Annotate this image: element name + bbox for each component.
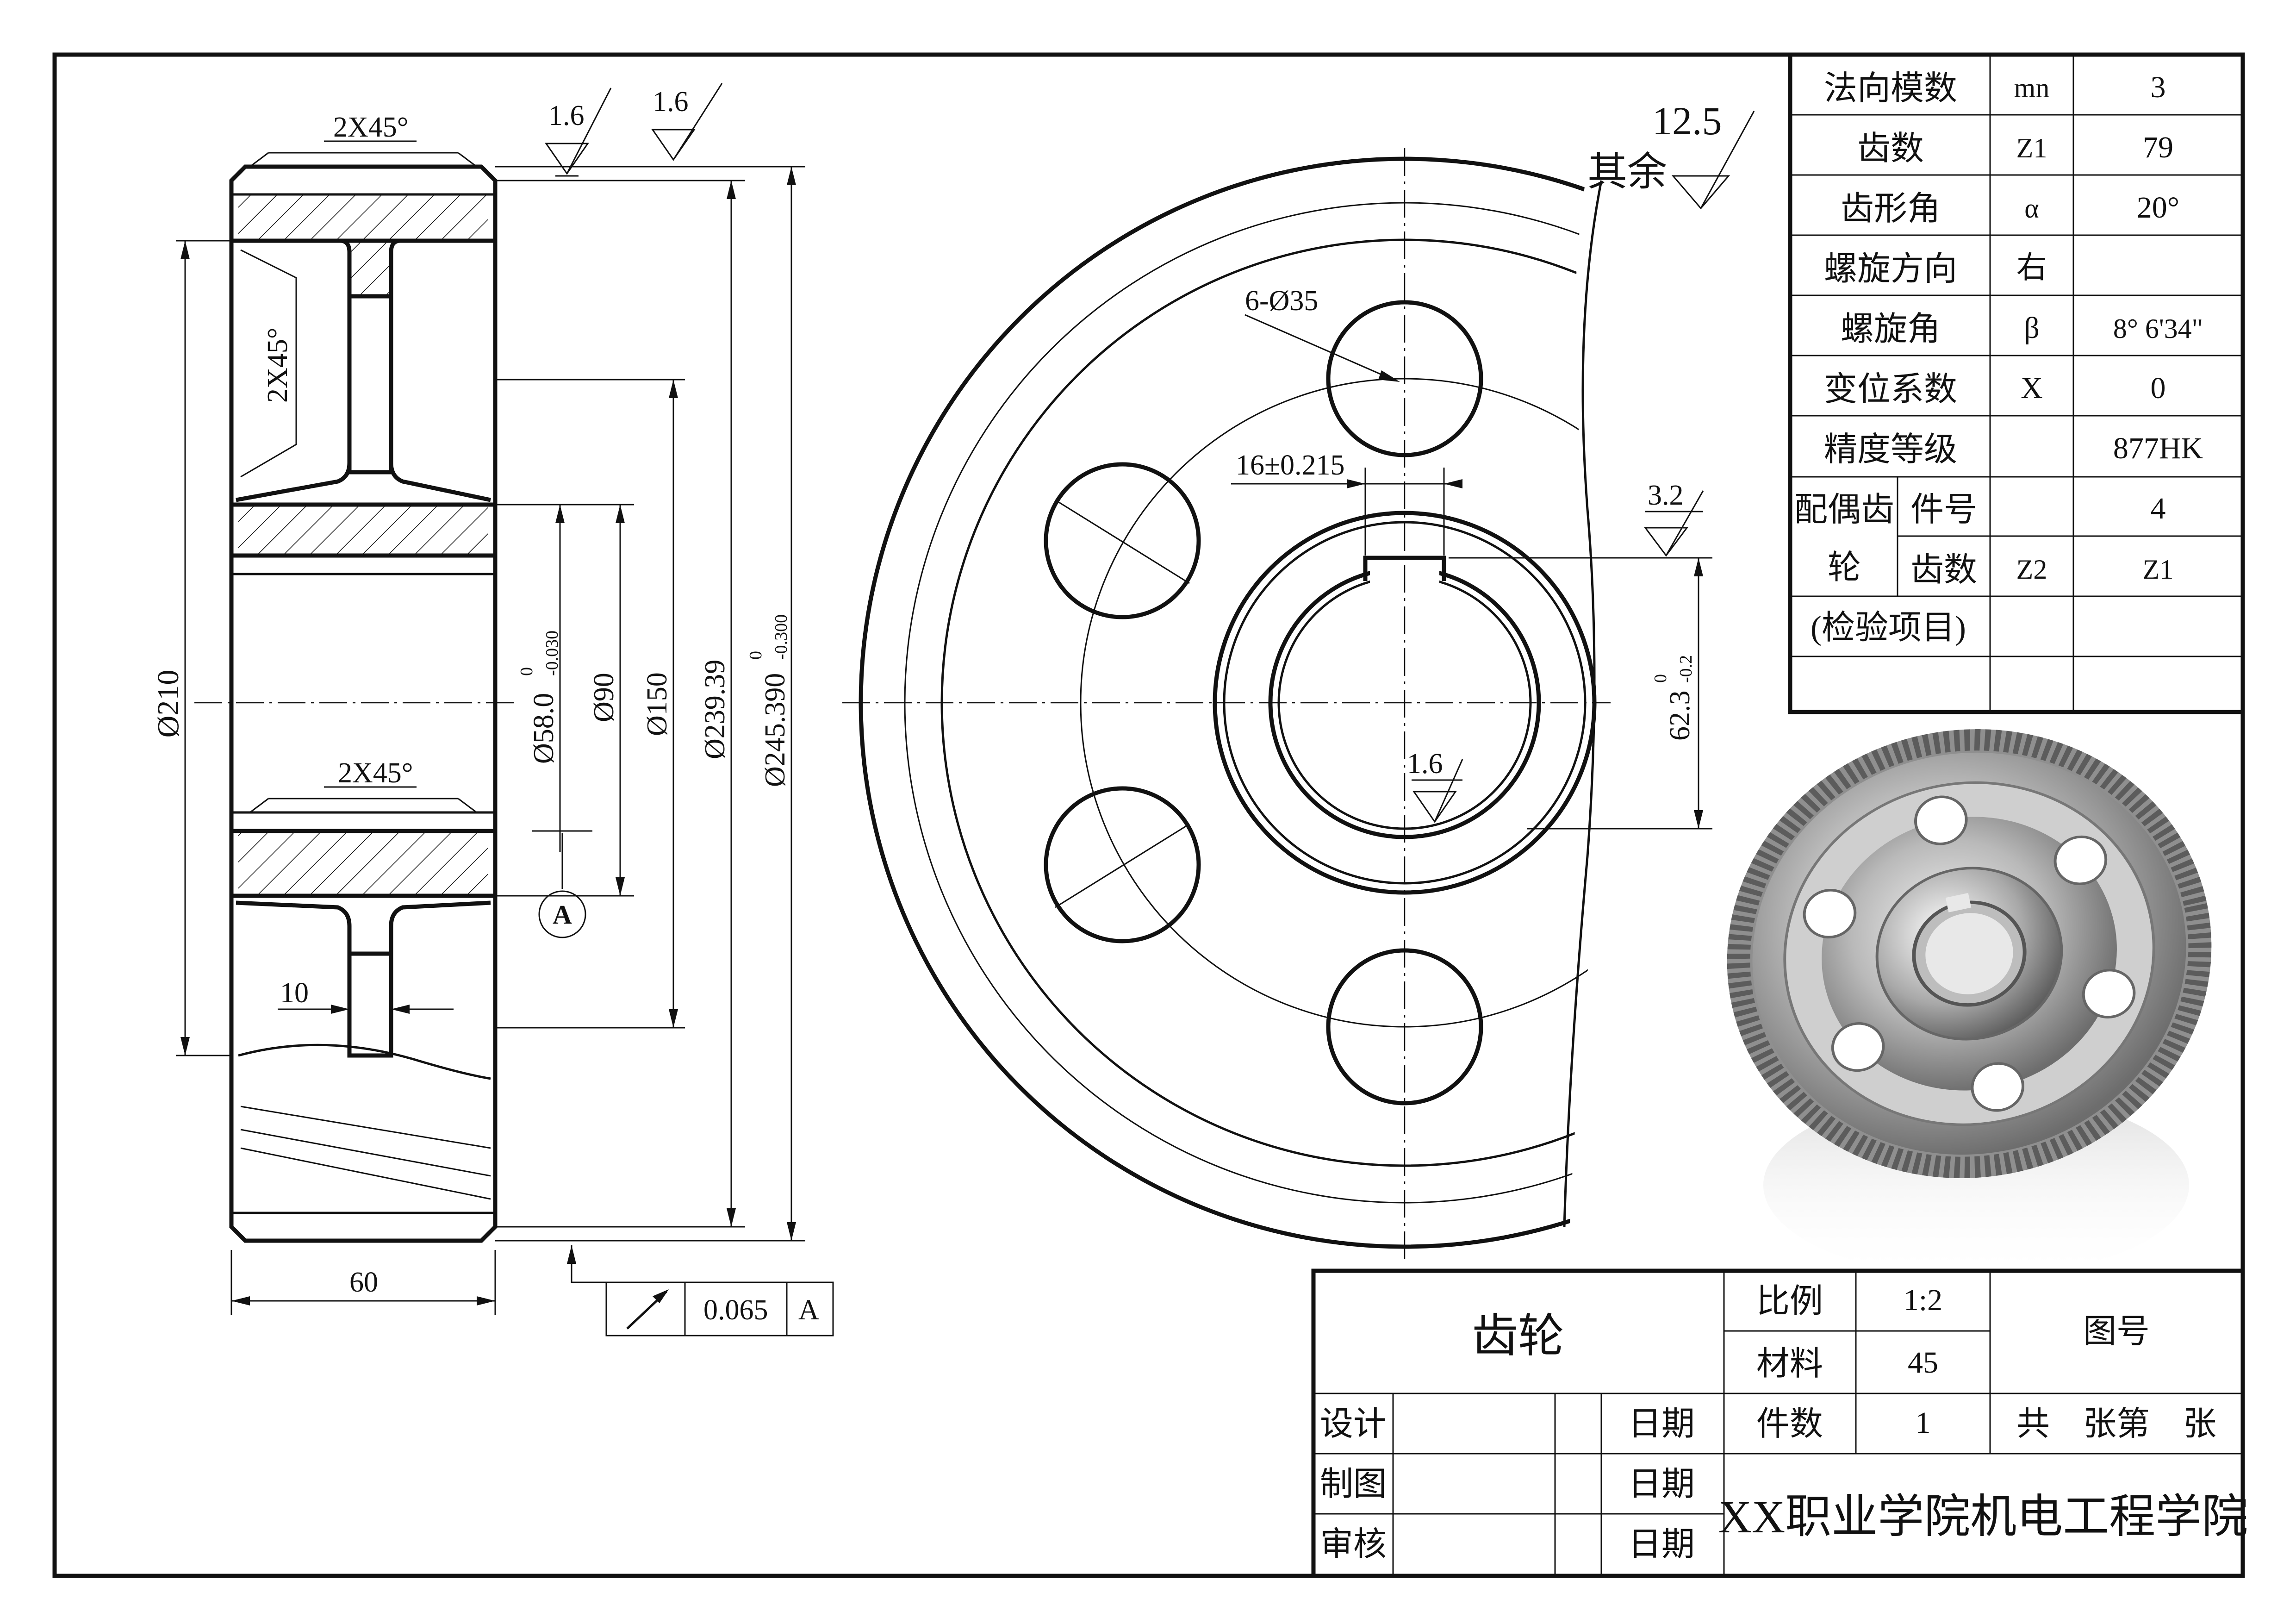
dim-d239: Ø239.39 [699,660,731,759]
dim-d90: Ø90 [588,673,620,722]
hatch-hub-bot [238,831,488,896]
qty-label: 件数 [1756,1405,1823,1443]
roughness-general: 12.5 [1652,99,1722,143]
dim-keyway-depth-tol-bot: -0.2 [1676,655,1696,683]
param-symbol: α [2024,193,2039,224]
section-view [194,152,518,1243]
tol-value: 0.065 [703,1294,768,1326]
date-label: 日期 [1628,1466,1695,1503]
dim-d58: Ø58.0 [528,693,560,764]
param-value: 20° [2137,191,2179,225]
design-label: 设计 [1320,1405,1387,1443]
dim-chamfer-hub: 2X45° [338,757,413,789]
part-name: 齿轮 [1472,1311,1564,1362]
review-label: 审核 [1320,1526,1387,1563]
date-label: 日期 [1628,1526,1695,1563]
dim-width: 60 [349,1267,378,1298]
dim-d245-tol-top: 0 [746,651,765,660]
dim-d58-tol-bot: -0.030 [542,631,562,676]
section-dimensions: Ø210 Ø58.0 0 -0.030 Ø90 Ø150 Ø239.39 [151,83,834,1337]
mating-teeth-value: Z1 [2143,554,2174,585]
dim-d58-tol-top: 0 [517,667,536,676]
param-value: 79 [2143,131,2173,164]
tol-datum: A [798,1294,819,1326]
title-block: 齿轮 比例 1:2 材料 45 图号 件数 1 共 张第 张 设计 制图 审核 … [1311,1268,2248,1578]
mating-teeth-label: 齿数 [1910,551,1977,588]
param-value: 8° 6'34" [2113,313,2203,344]
mating-label-top: 配偶齿 [1794,491,1894,528]
scale-label: 比例 [1756,1283,1823,1320]
roughness-general-label: 其余 [1587,150,1667,194]
dim-d245-tol-bot: -0.300 [772,614,791,660]
end-view: 6-Ø35 16±0.215 62.3 0 -0.2 3.2 1.6 12.5 … [842,99,1755,1259]
dim-chamfer-top: 2X45° [333,112,409,143]
param-symbol: 右 [2016,251,2047,285]
roughness-bore: 1.6 [1407,748,1443,780]
qty-value: 1 [1916,1406,1931,1440]
param-symbol: β [2024,311,2040,345]
roughness-top1: 1.6 [548,100,585,131]
gear-outline [229,164,498,1243]
sheets-text: 共 张第 张 [2016,1405,2216,1443]
material-value: 45 [1908,1346,1938,1380]
hatch-hub-top [238,505,488,556]
institution: XX职业学院机电工程学院 [1718,1491,2248,1543]
drawing-no-label: 图号 [2083,1313,2150,1350]
param-name: 法向模数 [1824,70,1957,107]
param-name: 螺旋方向 [1824,250,1957,287]
param-value: 877HK [2113,431,2203,465]
dim-web-thk: 10 [280,977,309,1009]
param-value: 0 [2151,371,2166,405]
draw-label: 制图 [1320,1466,1387,1503]
material-label: 材料 [1756,1345,1823,1382]
dim-keyway-width: 16±0.215 [1236,450,1345,481]
roughness-top2: 1.6 [653,86,689,118]
date-label: 日期 [1628,1405,1695,1443]
drawing-border [52,52,2245,1578]
param-symbol: X [2021,371,2043,405]
dim-d210: Ø210 [151,670,185,738]
dim-d245: Ø245.390 [759,673,791,787]
param-name: 螺旋角 [1841,311,1941,348]
param-name: 变位系数 [1824,371,1957,408]
gear-render [1727,729,2212,1278]
inspection-label: (检验项目) [1811,609,1966,646]
scale-value: 1:2 [1904,1283,1942,1317]
dim-d150: Ø150 [641,672,673,736]
dim-chamfer-web: 2X45° [262,327,293,403]
mating-label-bottom: 轮 [1828,549,1861,586]
param-name: 精度等级 [1824,431,1957,468]
param-symbol: Z1 [2016,133,2047,163]
mating-part-no-value: 4 [2151,492,2166,525]
mating-teeth-symbol: Z2 [2016,554,2047,585]
hatch-rim-top [238,194,488,296]
dim-keyway-depth: 62.3 [1664,691,1696,741]
param-symbol: mn [2014,73,2050,103]
parameter-table: 法向模数 mn 3 齿数 Z1 79 齿形角 α 20° 螺旋方向 右 螺旋角 … [1788,52,2245,714]
datum-a: A [553,899,572,930]
dim-keyway-depth-tol-top: 0 [1651,674,1670,683]
dim-holes: 6-Ø35 [1245,285,1318,317]
param-name: 齿数 [1857,130,1924,167]
mating-part-no-label: 件号 [1910,491,1977,528]
roughness-keyway: 3.2 [1648,480,1684,511]
param-name: 齿形角 [1841,190,1941,227]
param-value: 3 [2151,70,2166,104]
